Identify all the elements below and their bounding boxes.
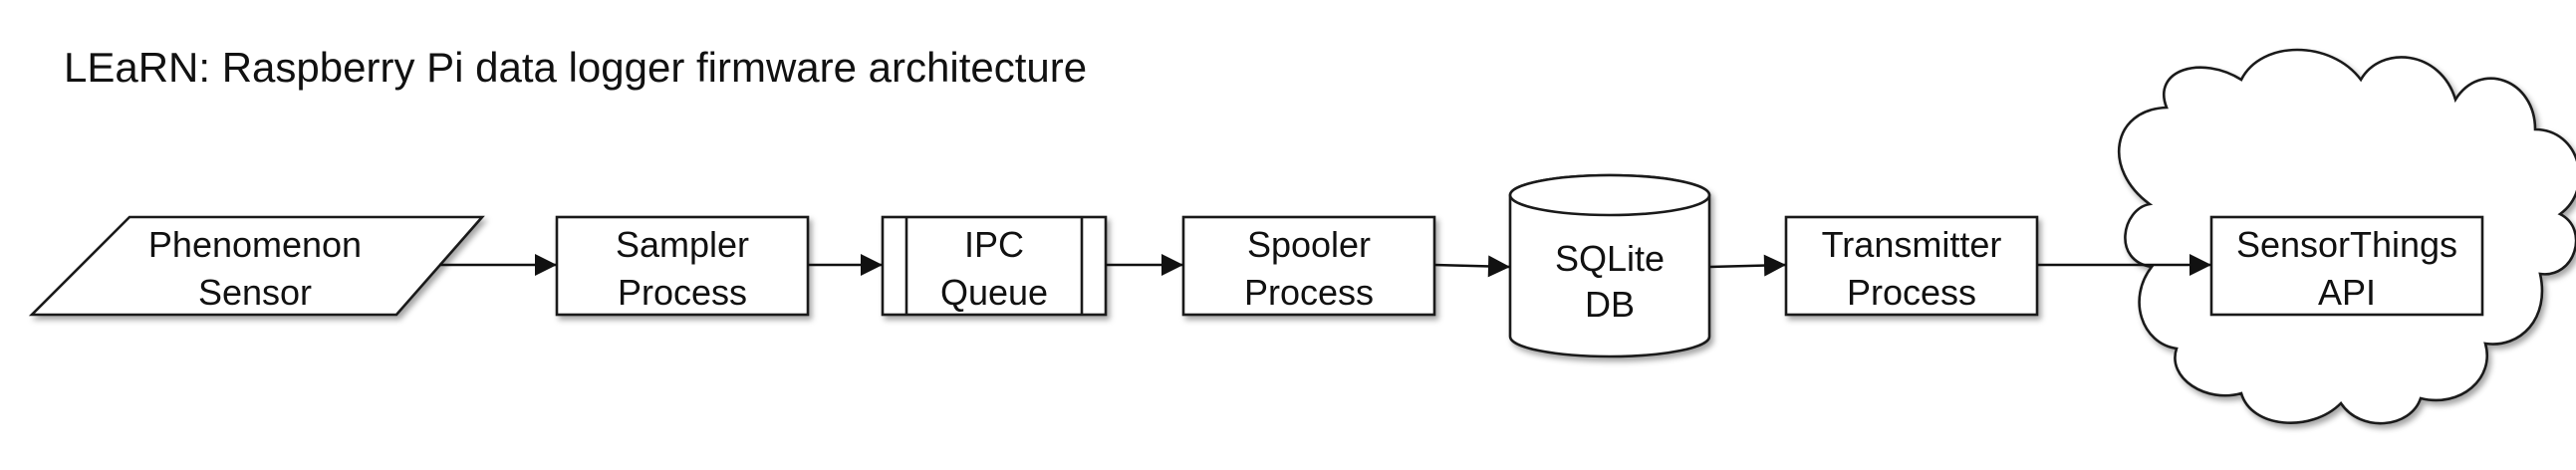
spooler-process-label-line2: Process — [1244, 272, 1374, 313]
spooler-process-node: Spooler Process — [1181, 215, 1436, 317]
sensorthings-api-label-line1: SensorThings — [2236, 224, 2457, 265]
phenomenon-sensor-label-line1: Phenomenon — [148, 224, 362, 265]
sensorthings-api-node: SensorThings API — [2209, 215, 2484, 317]
sampler-process-label-line2: Process — [618, 272, 747, 313]
ipc-queue-label-line2: Queue — [940, 272, 1048, 313]
sampler-process-label-line1: Sampler — [616, 224, 749, 265]
phenomenon-sensor-label-line2: Sensor — [198, 272, 312, 313]
diagram-title: LEaRN: Raspberry Pi data logger firmware… — [64, 44, 1088, 91]
ipc-queue-label-line1: IPC — [964, 224, 1024, 265]
sqlite-db-label-line2: DB — [1585, 284, 1635, 325]
ipc-queue-node: IPC Queue — [881, 215, 1108, 317]
sqlite-db-node: SQLite DB — [1508, 173, 1711, 358]
arrow-db-to-transmitter — [1708, 254, 1787, 277]
sampler-process-node: Sampler Process — [555, 215, 810, 317]
arrow-spooler-to-db — [1433, 255, 1511, 278]
transmitter-process-node: Transmitter Process — [1784, 215, 2039, 317]
phenomenon-sensor-node: Phenomenon Sensor — [28, 215, 485, 317]
spooler-process-label-line1: Spooler — [1247, 224, 1371, 265]
transmitter-process-label-line1: Transmitter — [1822, 224, 2002, 265]
transmitter-process-label-line2: Process — [1847, 272, 1976, 313]
sensorthings-api-label-line2: API — [2318, 272, 2376, 313]
sqlite-db-label-line1: SQLite — [1555, 238, 1665, 279]
